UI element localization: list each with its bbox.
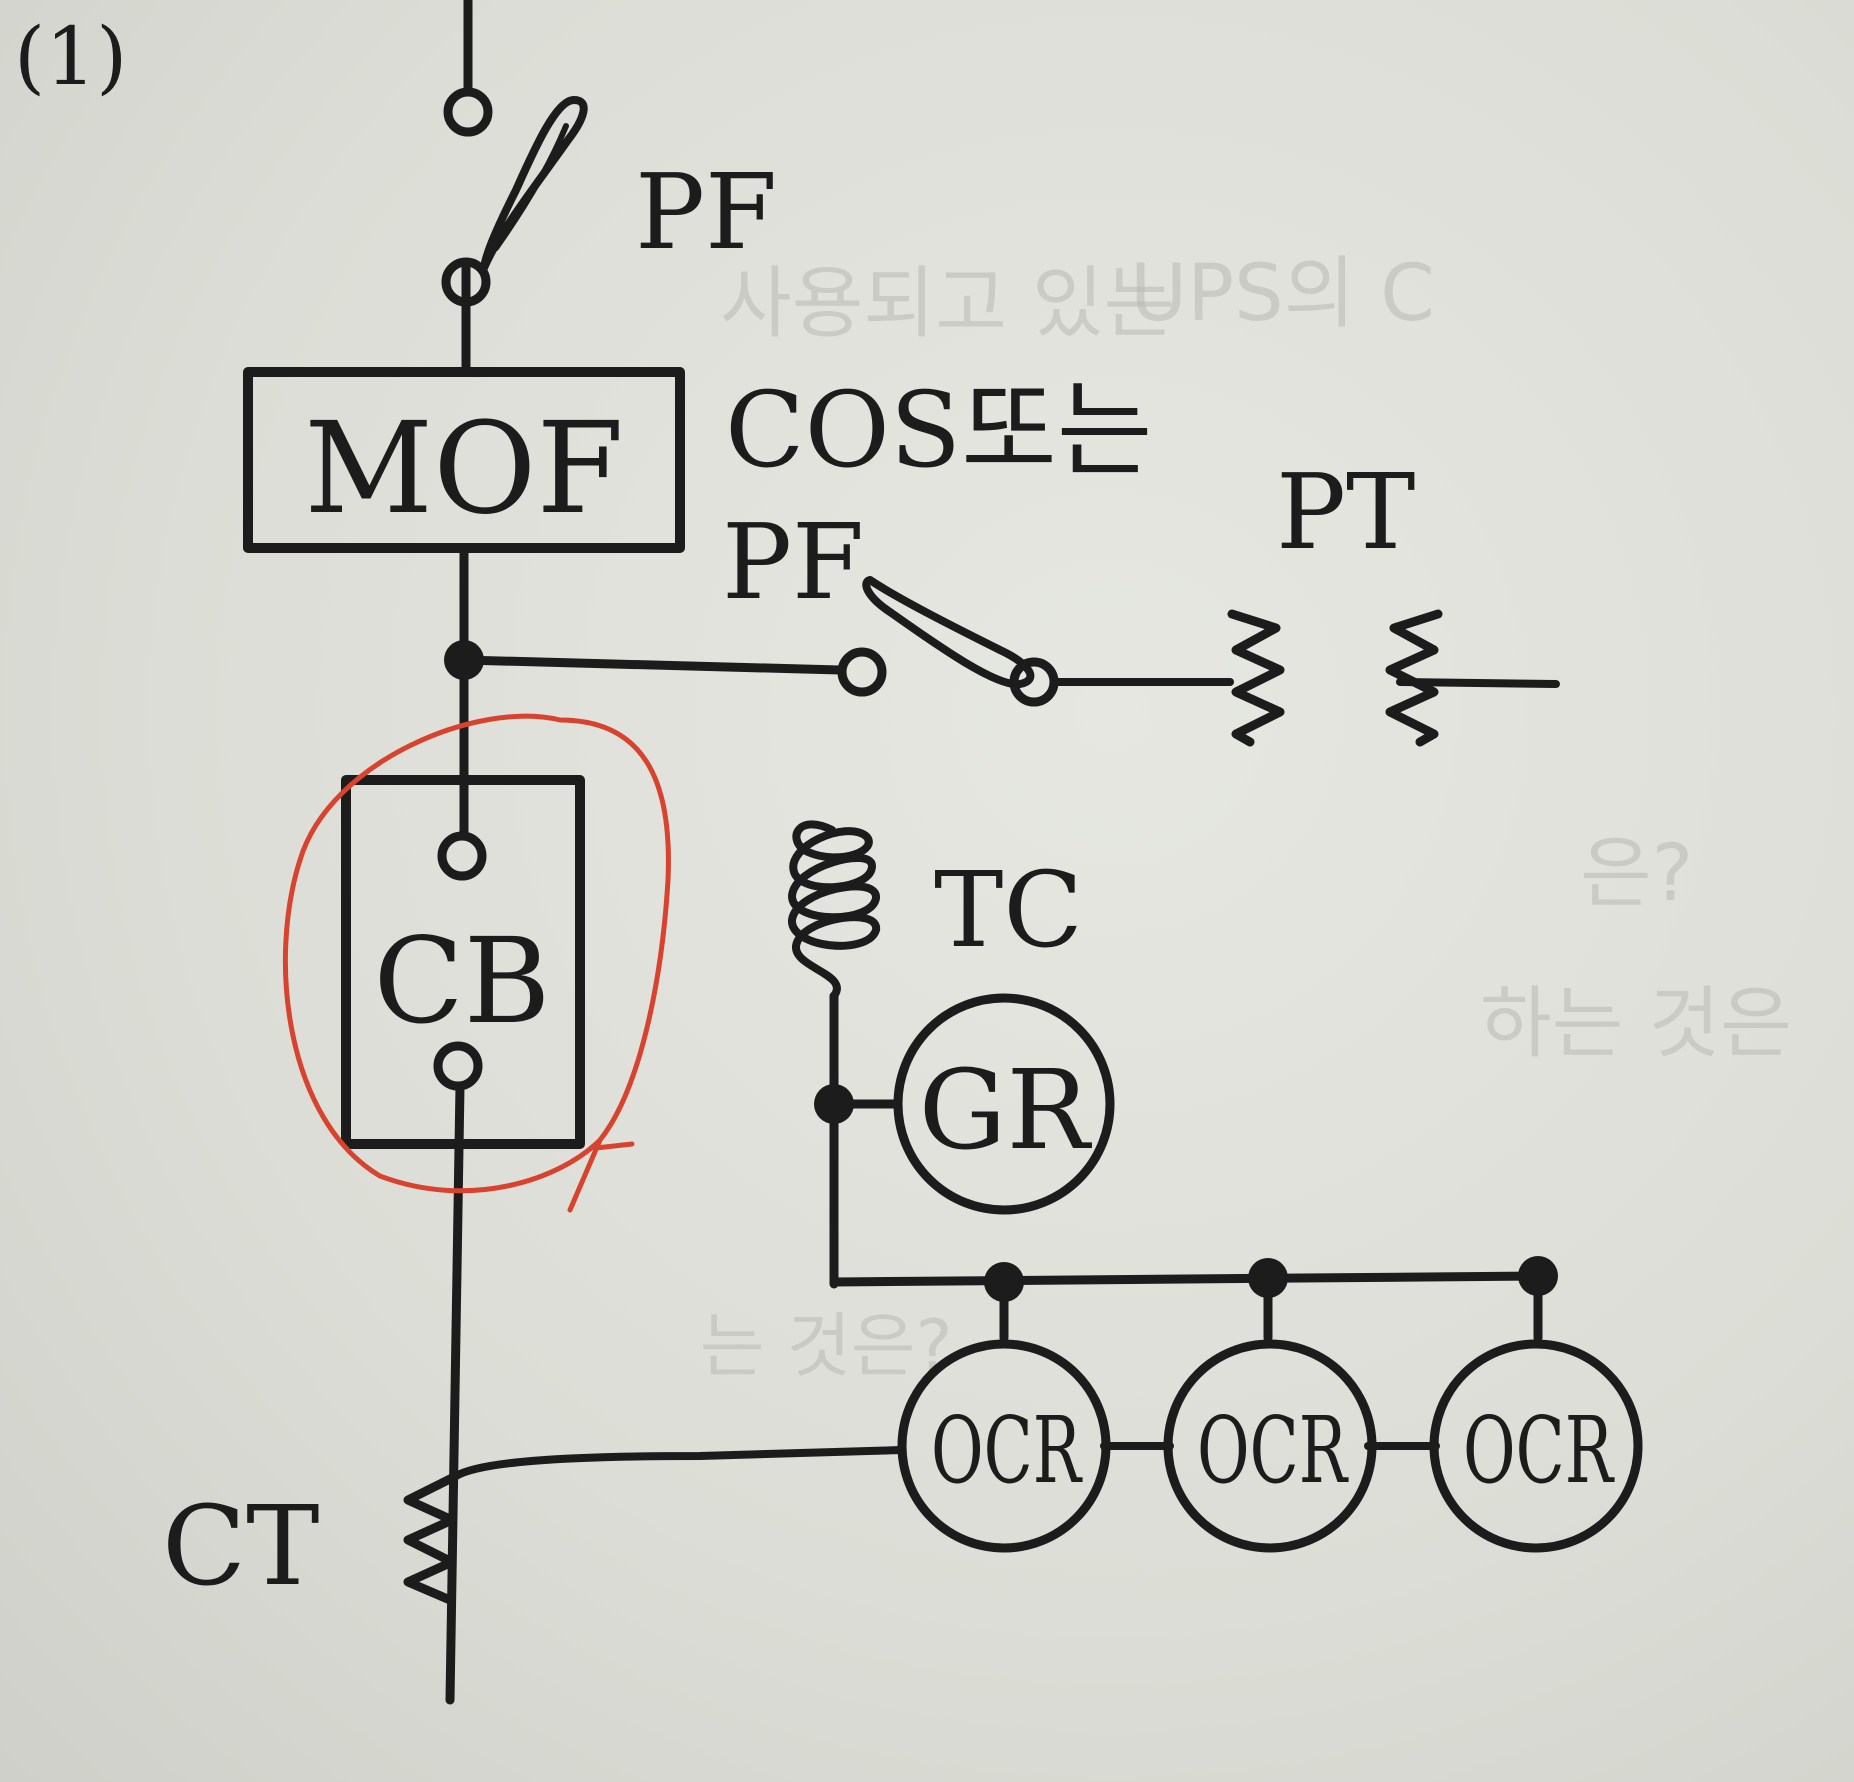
highlight-circle bbox=[282, 713, 671, 1213]
power-fuse-main: PF bbox=[441, 87, 777, 307]
mof-unit: MOF bbox=[243, 367, 685, 553]
pf-label: PF bbox=[635, 151, 777, 273]
pt-secondary-coil bbox=[1385, 609, 1443, 747]
pt-branch: COS또는 PF PT bbox=[444, 369, 1560, 747]
cos-label-line1: COS또는 bbox=[725, 369, 1152, 491]
ocr-relay: OCR bbox=[897, 1339, 1111, 1553]
bleed-text: UPS의 C bbox=[1130, 249, 1435, 339]
cb-label: CB bbox=[374, 912, 551, 1050]
terminal-circle bbox=[441, 257, 491, 307]
bus-segment bbox=[445, 1081, 465, 1705]
figure-number: (1) bbox=[14, 10, 127, 103]
trip-coil-circuit: GR TC bbox=[788, 820, 1115, 1289]
terminal-circle bbox=[433, 1041, 483, 1091]
ocr-common-wire bbox=[829, 1271, 1545, 1287]
ocr-relay-circle bbox=[1163, 1339, 1377, 1553]
tc-coil bbox=[788, 820, 880, 1000]
ocr-label: OCR bbox=[1197, 1397, 1349, 1504]
terminal-circle bbox=[443, 87, 493, 137]
ct-coil bbox=[403, 1473, 457, 1605]
cos-label-line2: PF bbox=[722, 501, 864, 623]
ocr-label: OCR bbox=[1463, 1397, 1615, 1504]
bleed-through-text: UPS의 C 사용되고 있는 은? 하는 것은 는 것은? bbox=[700, 249, 1792, 1387]
ocr-relay: OCR bbox=[1163, 1339, 1377, 1553]
gr-relay-circle bbox=[893, 993, 1115, 1215]
pt-label: PT bbox=[1276, 451, 1415, 573]
circuit-breaker: CB bbox=[341, 775, 585, 1149]
ocr-relay-circle bbox=[1429, 1339, 1643, 1553]
cb-box bbox=[341, 775, 585, 1149]
ocr-relay: OCR bbox=[1429, 1339, 1643, 1553]
fuse-blade bbox=[480, 96, 588, 272]
pt-primary-coil bbox=[1227, 609, 1285, 747]
tc-label: TC bbox=[934, 849, 1083, 971]
cos-fuse-blade bbox=[862, 576, 1035, 689]
bleed-text: 사용되고 있는 bbox=[720, 259, 1175, 349]
bleed-text: 하는 것은 bbox=[1480, 979, 1792, 1069]
gr-label: GR bbox=[919, 1046, 1093, 1174]
current-transformer: CT bbox=[162, 1446, 906, 1610]
bleed-text: 는 것은? bbox=[700, 1305, 953, 1387]
fuse-blade-line bbox=[493, 123, 569, 251]
bleed-text: 은? bbox=[1580, 829, 1693, 919]
main-bus bbox=[445, 0, 473, 1705]
ocr-relays: OCR OCR OCR bbox=[897, 1339, 1643, 1553]
ct-secondary-wire bbox=[452, 1446, 906, 1480]
ct-label: CT bbox=[162, 1482, 320, 1610]
mof-label: MOF bbox=[304, 395, 624, 542]
ocr-label: OCR bbox=[931, 1397, 1083, 1504]
terminal-circle bbox=[437, 831, 487, 881]
ocr-bus bbox=[829, 1256, 1558, 1343]
mof-box bbox=[243, 367, 685, 553]
terminal-circle bbox=[837, 647, 887, 697]
branch-wire bbox=[459, 655, 845, 675]
pt-output-wire bbox=[1396, 678, 1560, 688]
